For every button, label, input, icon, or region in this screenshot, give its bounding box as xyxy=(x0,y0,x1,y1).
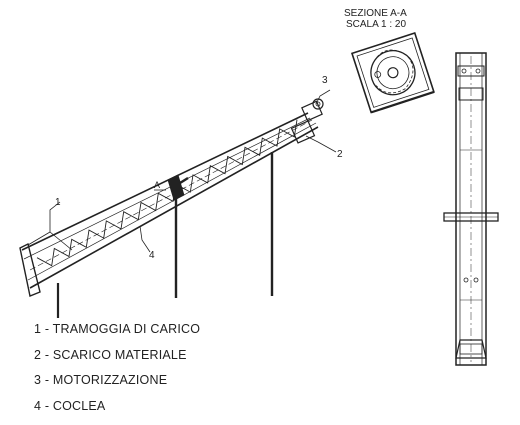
callout-numbers: 1 2 3 4 A xyxy=(55,75,343,261)
section-a-a-view xyxy=(350,32,435,114)
top-view-motor xyxy=(457,65,485,77)
leader-1a xyxy=(27,231,51,246)
conveyor-top-view xyxy=(443,52,499,366)
section-inner-frame xyxy=(356,37,430,108)
discharge-box xyxy=(290,120,316,144)
parts-legend: 1 - TRAMOGGIA DI CARICO 2 - SCARICO MATE… xyxy=(34,317,200,419)
top-view-discharge xyxy=(458,87,484,101)
callout-4: 4 xyxy=(149,250,155,261)
section-title-line-2: SCALA 1 : 20 xyxy=(346,19,407,30)
section-title: SEZIONE A-A SCALA 1 : 20 xyxy=(344,8,424,30)
leader-1 xyxy=(49,201,61,232)
top-view-hopper xyxy=(455,339,487,359)
motor-unit xyxy=(301,98,324,122)
section-bolt xyxy=(374,71,382,78)
hopper-end xyxy=(19,242,41,297)
section-title-line-1: SEZIONE A-A xyxy=(344,8,407,19)
callout-3: 3 xyxy=(322,75,328,86)
callout-leaders xyxy=(27,89,337,253)
legend-item-2: 2 - SCARICO MATERIALE xyxy=(34,347,187,362)
section-base xyxy=(370,90,435,114)
screw-flights xyxy=(36,119,298,267)
legend-item-3: 3 - MOTORIZZAZIONE xyxy=(34,373,168,387)
legend-item-4: 4 - COCLEA xyxy=(34,398,106,413)
leader-4 xyxy=(139,225,151,253)
section-cut-label: A xyxy=(154,180,160,190)
section-flight-path xyxy=(371,49,414,94)
tube-top-edge xyxy=(21,112,309,251)
leader-2 xyxy=(305,135,337,153)
section-tube-circle xyxy=(370,50,416,96)
conveyor-side-view xyxy=(19,98,324,318)
callout-1: 1 xyxy=(55,197,61,208)
section-frame xyxy=(350,32,435,114)
middle-flange xyxy=(167,174,185,201)
leader-3 xyxy=(315,89,331,105)
top-view-outer xyxy=(455,52,487,366)
screw-shaft xyxy=(29,119,313,271)
tube-inner-bottom xyxy=(27,122,317,281)
section-shaft xyxy=(387,67,399,79)
tube-inner-top xyxy=(23,117,311,260)
flange-bar xyxy=(179,176,189,185)
tube-bottom-edge xyxy=(29,126,319,289)
leader-1b xyxy=(49,231,73,251)
legend-item-1: 1 - TRAMOGGIA DI CARICO xyxy=(34,322,201,336)
callout-2: 2 xyxy=(337,149,343,160)
